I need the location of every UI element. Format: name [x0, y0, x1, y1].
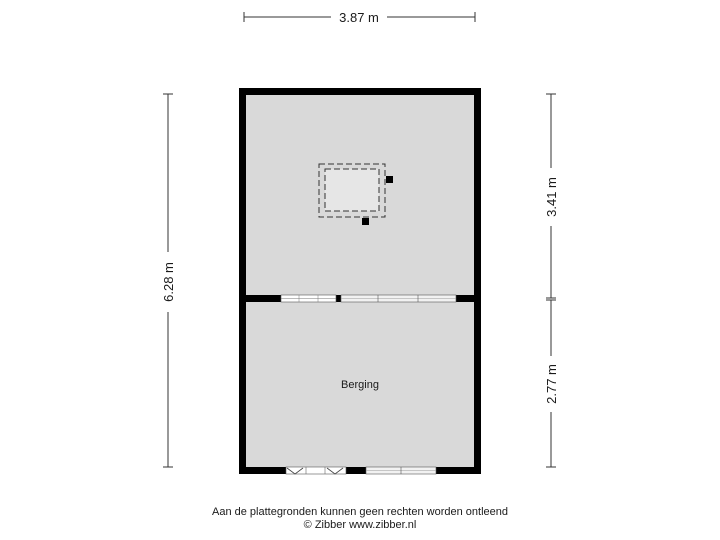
middle-wall-openings — [280, 294, 457, 303]
footer-disclaimer: Aan de plattegronden kunnen geen rechten… — [211, 506, 508, 518]
dimension-height-lower: 2.77 m — [544, 299, 559, 468]
footer-copyright: © Zibber www.zibber.nl — [303, 519, 417, 531]
dimension-height-total-label: 6.28 m — [161, 262, 176, 302]
dimension-height-total: 6.28 m — [161, 93, 176, 468]
double-door-opening — [285, 466, 347, 475]
dimension-width-top: 3.87 m — [243, 10, 476, 25]
dimension-height-upper-label: 3.41 m — [544, 177, 559, 217]
room-label-berging: Berging — [341, 379, 379, 391]
attic-hatch-outer — [318, 163, 386, 218]
bottom-wall-openings — [285, 466, 437, 475]
attic-hatch-inner — [324, 168, 380, 212]
berging-floor-area — [246, 302, 474, 467]
double-door-swing — [286, 467, 344, 475]
dimension-width-label: 3.87 m — [339, 10, 379, 25]
attic-hatch — [318, 163, 386, 218]
support-post-right — [386, 176, 393, 183]
dimension-height-lower-label: 2.77 m — [544, 364, 559, 404]
dimension-height-upper: 3.41 m — [544, 93, 559, 299]
building-outline — [239, 88, 481, 474]
support-post-bottom — [362, 218, 369, 225]
